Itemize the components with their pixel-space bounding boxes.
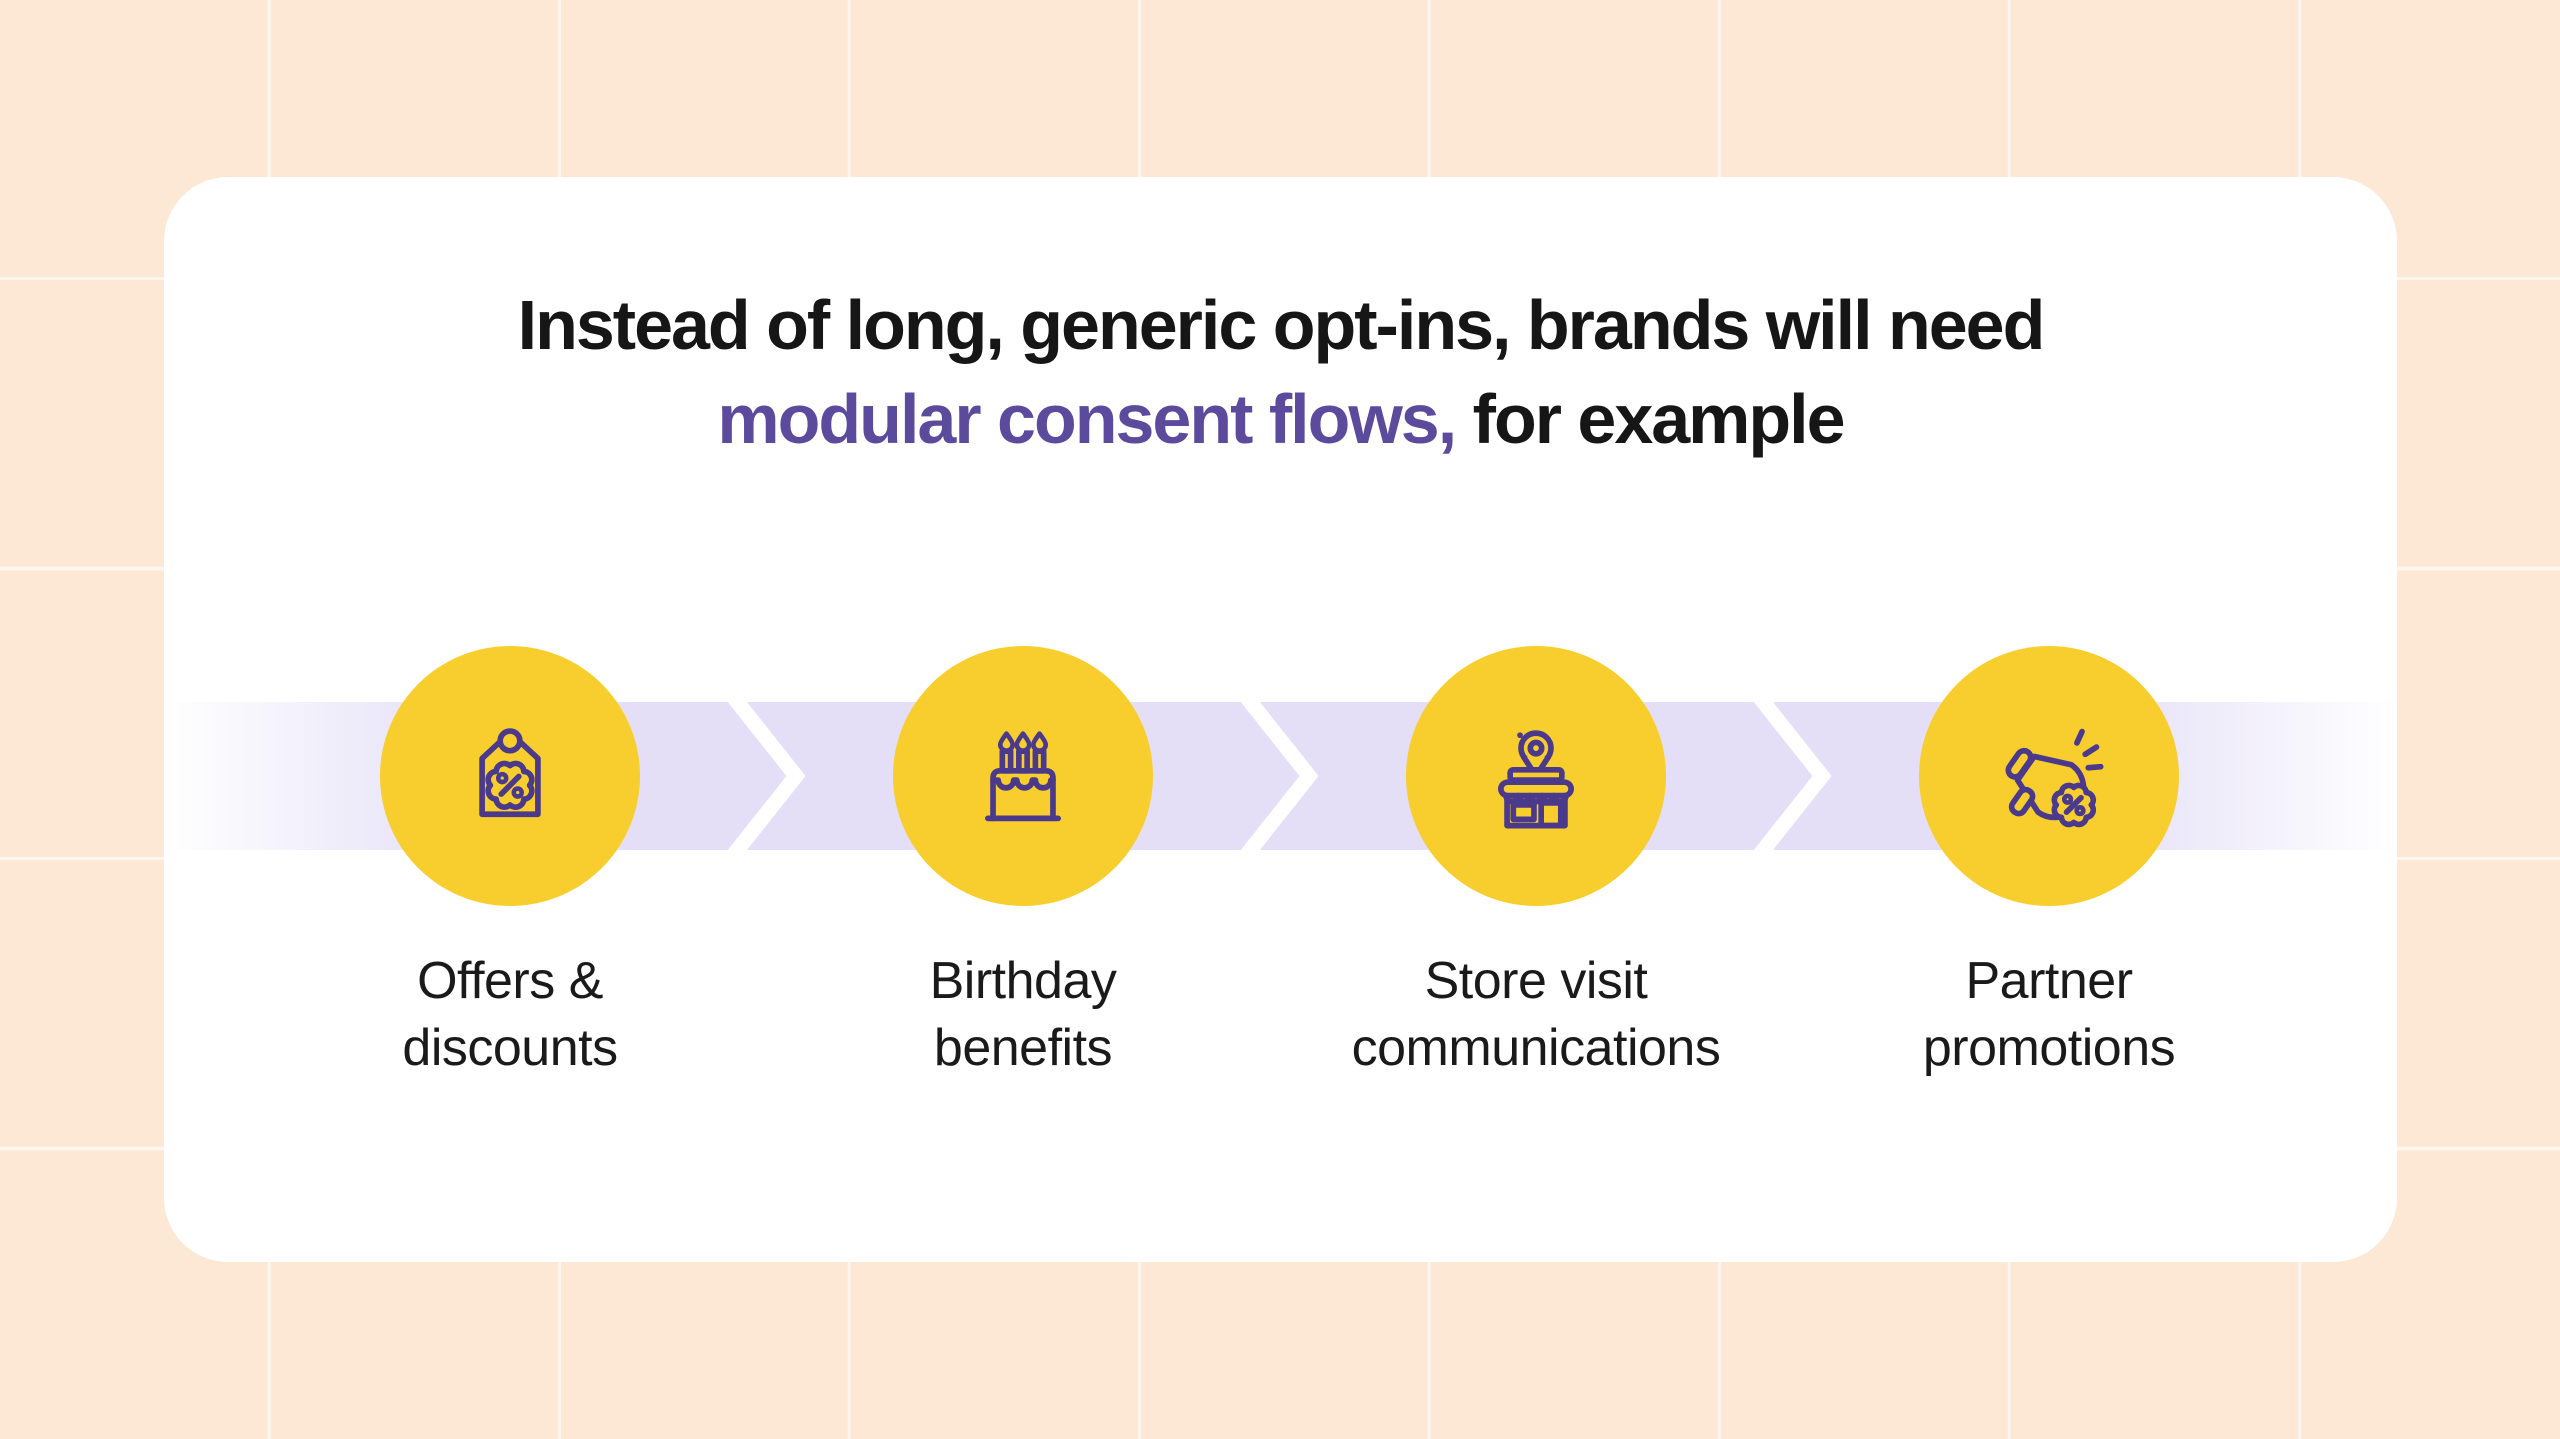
flow-chevron-2 — [1240, 702, 1319, 850]
discount-tag-icon — [479, 728, 541, 818]
title-highlight: modular consent flows, — [717, 380, 1457, 458]
megaphone-promo-icon — [2005, 728, 2104, 828]
step-circle-offers — [380, 646, 640, 906]
store-location-icon — [1498, 730, 1574, 829]
step-circle-partner — [1919, 646, 2179, 906]
flow-chevron-1 — [727, 702, 806, 850]
birthday-cake-icon — [985, 731, 1061, 822]
step-label-offers: Offers &discounts — [402, 952, 618, 1077]
flow-chevron-3 — [1753, 702, 1832, 850]
title-line1: Instead of long, generic opt-ins, brands… — [517, 286, 2046, 364]
title-line2-rest: for example — [1455, 380, 1846, 458]
step-circle-store — [1406, 646, 1666, 906]
step-circle-birthday — [893, 646, 1153, 906]
page-title: Instead of long, generic opt-ins, brands… — [164, 278, 2397, 466]
